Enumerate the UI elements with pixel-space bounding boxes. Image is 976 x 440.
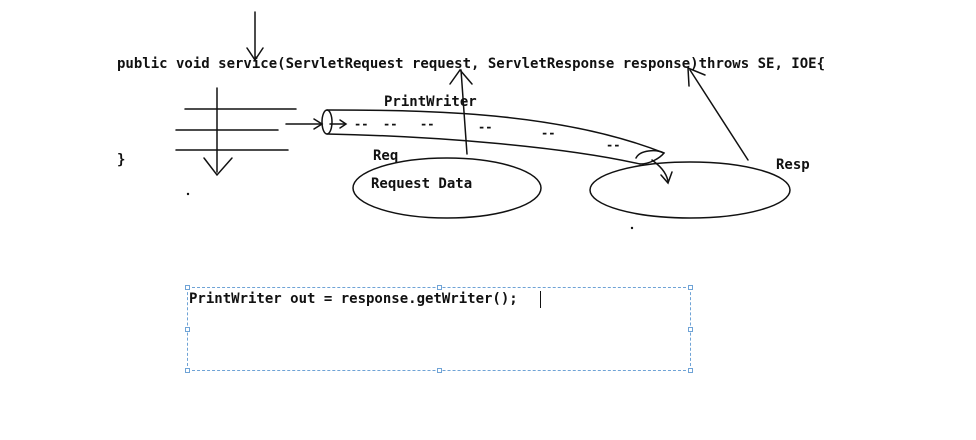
stray-dot xyxy=(630,226,634,230)
pipe-end xyxy=(635,149,666,165)
response-arrow-shaft xyxy=(689,69,749,161)
request-arrow-head xyxy=(449,68,473,85)
method-signature: public void service(ServletRequest reque… xyxy=(117,56,826,72)
req-label: Req xyxy=(373,148,399,164)
resize-handle-bottom-right[interactable] xyxy=(688,368,693,373)
resp-label: Resp xyxy=(776,157,810,173)
text-caret xyxy=(540,291,541,308)
request-data-label: Request Data xyxy=(371,176,473,192)
pipe-to-resp-arrow xyxy=(651,159,669,182)
request-arrow-shaft xyxy=(460,69,468,155)
stream-dash: -- xyxy=(354,117,368,131)
response-arrow-head xyxy=(687,66,706,87)
stream-dash: -- xyxy=(606,138,620,152)
code-line[interactable]: PrintWriter out = response.getWriter(); xyxy=(189,291,518,307)
pipe-bottom xyxy=(326,133,641,165)
code-text-box[interactable]: PrintWriter out = response.getWriter(); xyxy=(185,285,693,373)
resize-handle-right[interactable] xyxy=(688,327,693,332)
stream-dash: -- xyxy=(383,117,397,131)
resize-handle-top-left[interactable] xyxy=(185,285,190,290)
pipe-inner-arrow-head xyxy=(339,119,348,129)
resize-handle-bottom[interactable] xyxy=(437,368,442,373)
resize-handle-top[interactable] xyxy=(437,285,442,290)
stream-dash: -- xyxy=(541,126,555,140)
pipe-to-resp-arrow-head xyxy=(660,171,673,185)
response-ellipse xyxy=(589,161,791,219)
stray-dot xyxy=(186,192,190,196)
stream-dash: -- xyxy=(420,117,434,131)
pipe-opening xyxy=(321,109,333,135)
arrow-to-service-head xyxy=(246,47,264,62)
request-data-ellipse xyxy=(352,157,542,219)
pipe-top xyxy=(326,109,665,154)
resize-handle-bottom-left[interactable] xyxy=(185,368,190,373)
printwriter-label: PrintWriter xyxy=(384,94,477,110)
stream-dash: -- xyxy=(478,120,492,134)
closing-brace: } xyxy=(117,152,126,168)
resize-handle-top-right[interactable] xyxy=(688,285,693,290)
stack-arrow-head xyxy=(203,157,233,177)
resize-handle-left[interactable] xyxy=(185,327,190,332)
